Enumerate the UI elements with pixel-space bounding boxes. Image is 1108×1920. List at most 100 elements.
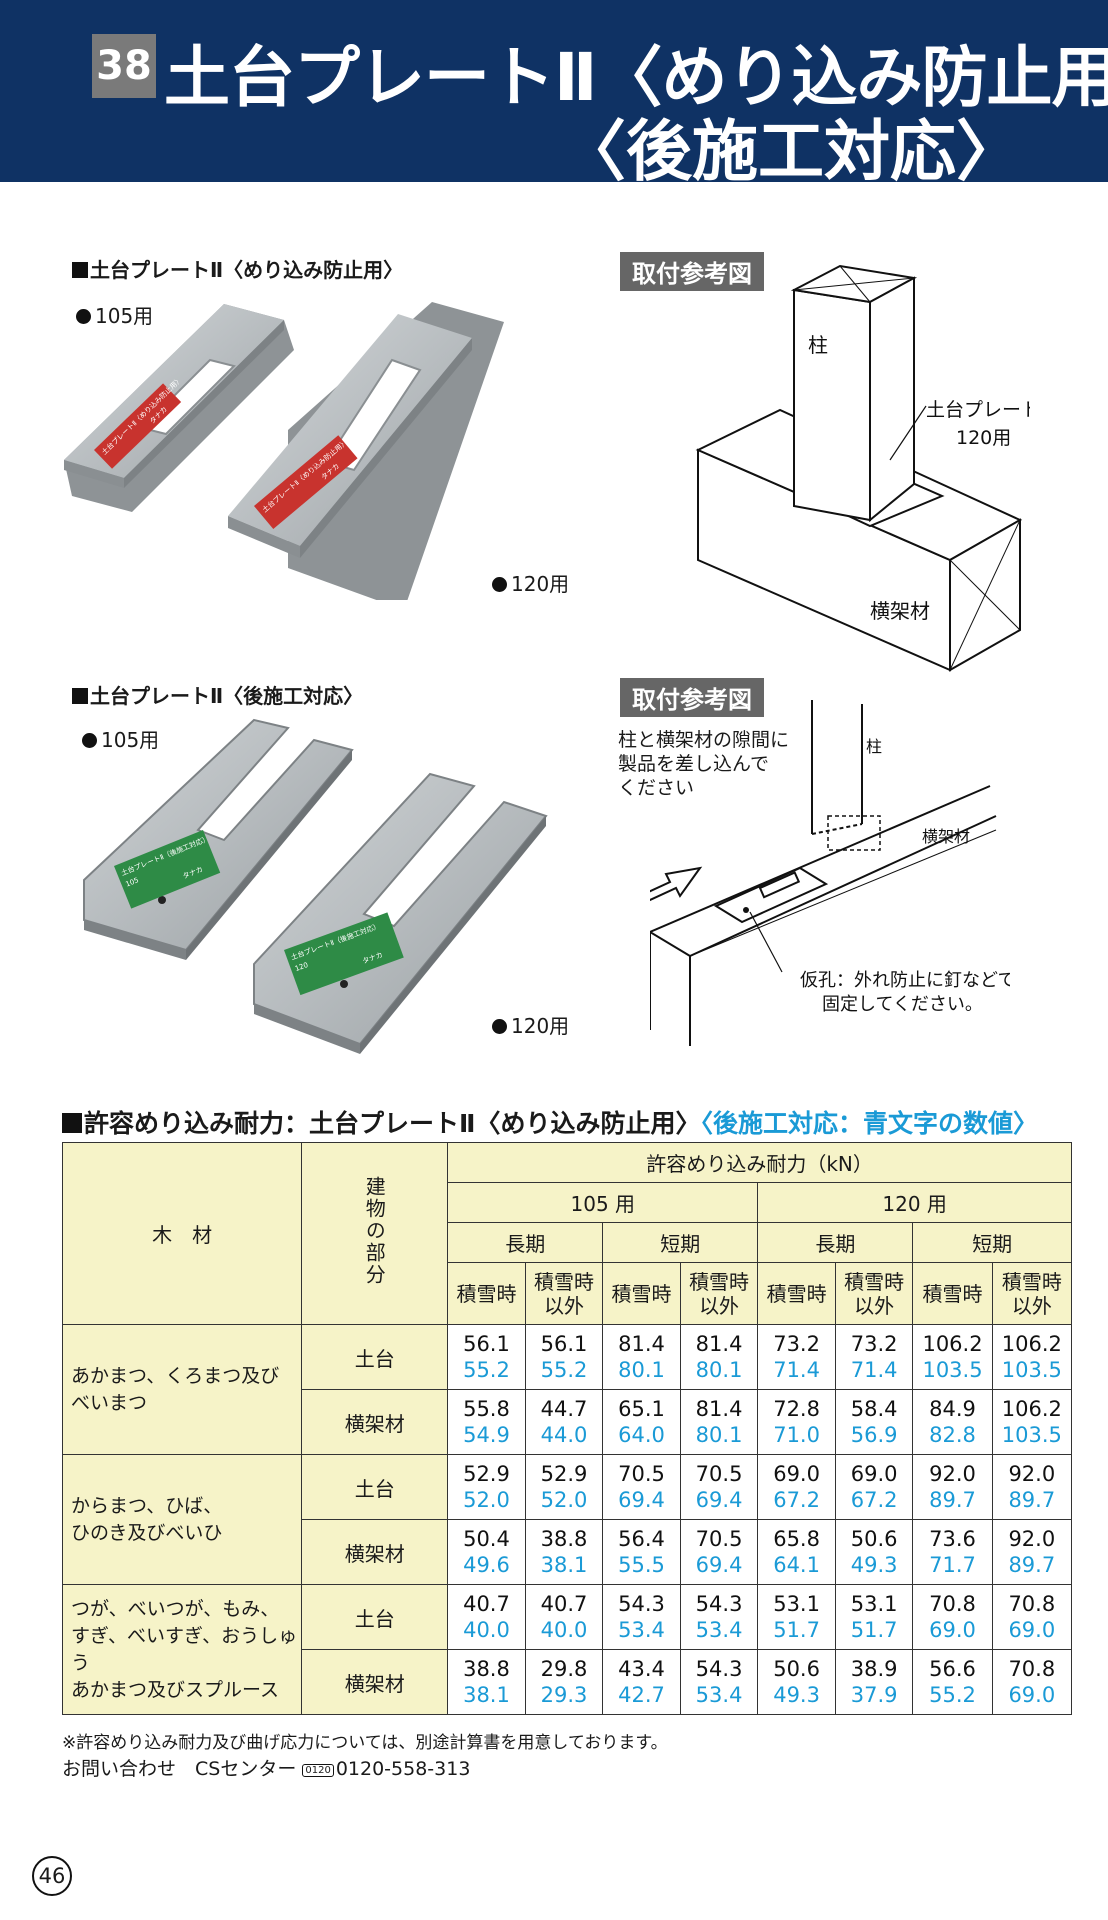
retrofit-capacity-value: 44.0 <box>540 1423 588 1447</box>
diagram2-hole-note-2: 固定してください。 <box>822 994 983 1015</box>
header-105-short: 短期 <box>602 1222 759 1263</box>
building-part-cell: 横架材 <box>301 1519 449 1585</box>
plate-105-image: 土台プレートⅡ〈めり込み防止用〉 タナカ <box>64 304 294 512</box>
retrofit-capacity-value: 89.7 <box>1008 1553 1056 1577</box>
size-label-120-b: 120用 <box>492 1010 569 1039</box>
header-120: 120 用 <box>757 1182 1072 1223</box>
retrofit-capacity-value: 80.1 <box>618 1358 665 1382</box>
retrofit-capacity-value: 55.2 <box>463 1358 510 1382</box>
building-part-cell: 横架材 <box>301 1649 449 1715</box>
capacity-value: 58.4 <box>850 1397 898 1421</box>
retrofit-capacity-value: 64.0 <box>618 1423 665 1447</box>
capacity-value: 44.7 <box>540 1397 588 1421</box>
capacity-value: 106.2 <box>1001 1397 1062 1421</box>
page-header: 38 土台プレートⅡ〈めり込み防止用〉 〈後施工対応〉 <box>0 0 1108 190</box>
capacity-value: 55.8 <box>463 1397 510 1421</box>
retrofit-capacity-value: 53.4 <box>695 1618 743 1642</box>
capacity-value: 70.8 <box>1008 1592 1056 1616</box>
capacity-value: 70.5 <box>695 1527 743 1551</box>
capacity-value: 73.6 <box>929 1527 976 1551</box>
retrofit-capacity-value: 80.1 <box>695 1358 743 1382</box>
capacity-value: 52.9 <box>540 1462 588 1486</box>
building-part-cell: 土台 <box>301 1454 449 1520</box>
header-105-long: 長期 <box>447 1222 604 1263</box>
retrofit-capacity-value: 67.2 <box>773 1488 820 1512</box>
retrofit-capacity-value: 49.3 <box>850 1553 898 1577</box>
header-non-snow: 積雪時以外 <box>679 1262 759 1325</box>
header-non-snow: 積雪時以外 <box>991 1262 1073 1325</box>
capacity-value: 52.9 <box>463 1462 510 1486</box>
product-label-1: 土台プレートⅡ〈めり込み防止用〉 <box>72 254 403 283</box>
capacity-value: 56.6 <box>929 1657 976 1681</box>
capacity-value: 73.2 <box>850 1332 898 1356</box>
capacity-value: 54.3 <box>695 1592 743 1616</box>
capacity-value: 81.4 <box>695 1397 743 1421</box>
retrofit-capacity-value: 80.1 <box>695 1423 743 1447</box>
capacity-value: 65.1 <box>618 1397 665 1421</box>
diagram2-instruction: 柱と横架材の隙間に 製品を差し込んで ください <box>618 729 790 799</box>
diagram1-beam-label: 横架材 <box>870 599 930 623</box>
capacity-value: 65.8 <box>773 1527 820 1551</box>
capacity-value: 56.1 <box>463 1332 510 1356</box>
mounting-reference-tag-2: 取付参考図 <box>620 678 764 717</box>
retrofit-capacity-value: 37.9 <box>850 1683 898 1707</box>
size-label-105-b: 105用 <box>82 724 159 753</box>
header-120-short: 短期 <box>912 1222 1072 1263</box>
retrofit-capacity-value: 89.7 <box>1008 1488 1056 1512</box>
contact-phone[interactable]: 0120-558-313 <box>335 1758 471 1780</box>
retrofit-capacity-value: 54.9 <box>463 1423 510 1447</box>
retrofit-capacity-value: 69.0 <box>1008 1683 1056 1707</box>
header-main: 許容めり込み耐力（kN） <box>447 1142 1072 1183</box>
note-calc: ※許容めり込み耐力及び曲げ応力については、別途計算書を用意しております。 <box>62 1733 668 1753</box>
capacity-value: 81.4 <box>618 1332 665 1356</box>
capacity-value: 38.8 <box>540 1527 588 1551</box>
header-non-snow: 積雪時以外 <box>524 1262 604 1325</box>
header-snow: 積雪時 <box>447 1262 526 1325</box>
wood-species-cell: からまつ、ひば、ひのき及びべいひ <box>61 1454 303 1585</box>
capacity-value: 92.0 <box>929 1462 976 1486</box>
header-wood: 木 材 <box>61 1142 303 1325</box>
capacity-value: 53.1 <box>773 1592 820 1616</box>
building-part-cell: 土台 <box>301 1324 449 1390</box>
product-label-2: 土台プレートⅡ〈後施工対応〉 <box>72 680 363 709</box>
capacity-value: 43.4 <box>618 1657 665 1681</box>
building-part-cell: 横架材 <box>301 1389 449 1455</box>
capacity-value: 53.1 <box>850 1592 898 1616</box>
diagram1-post-label: 柱 <box>808 333 828 357</box>
capacity-value: 50.4 <box>463 1527 510 1551</box>
header-part: 建物の部分 <box>301 1142 449 1325</box>
header-105: 105 用 <box>447 1182 759 1223</box>
capacity-value: 106.2 <box>1001 1332 1062 1356</box>
capacity-value: 69.0 <box>850 1462 898 1486</box>
retrofit-capacity-value: 53.4 <box>695 1683 743 1707</box>
retrofit-capacity-value: 55.2 <box>540 1358 588 1382</box>
capacity-value: 56.1 <box>540 1332 588 1356</box>
capacity-value: 84.9 <box>929 1397 976 1421</box>
